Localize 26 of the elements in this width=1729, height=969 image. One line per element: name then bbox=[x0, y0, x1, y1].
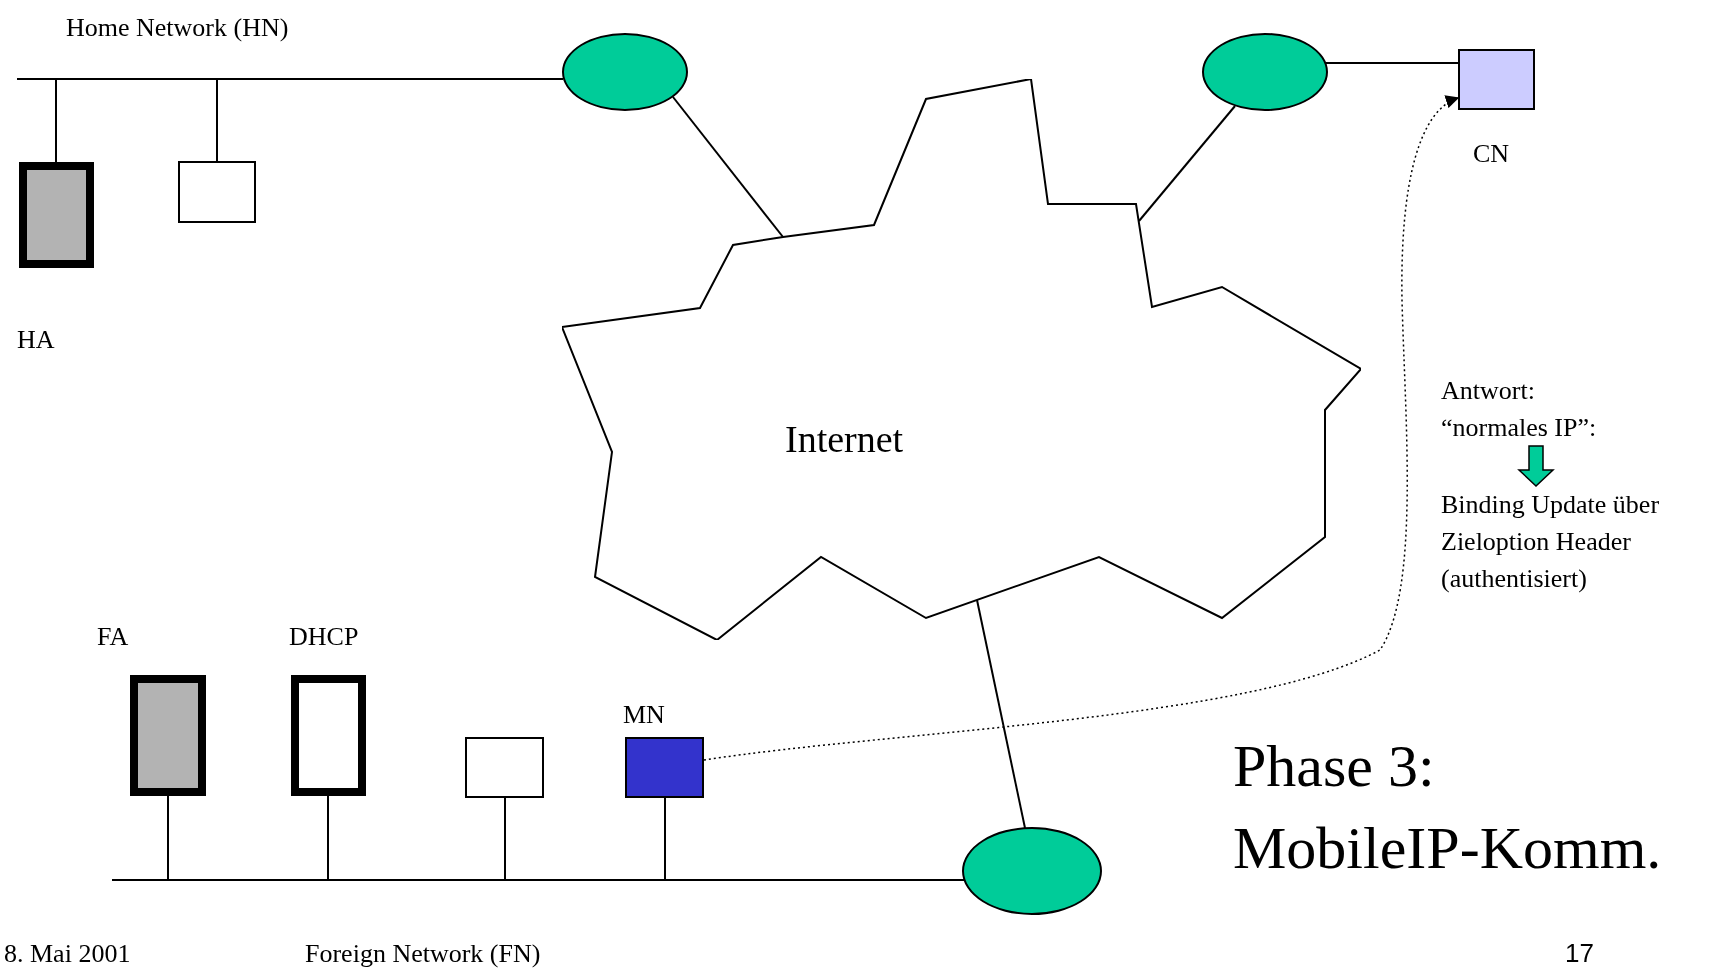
connector-line bbox=[672, 96, 784, 238]
host-box bbox=[178, 161, 256, 223]
cloud-label: Internet bbox=[785, 417, 904, 462]
annotation-text: Binding Update über Zieloption Header (authentisiert) bbox=[1441, 486, 1726, 597]
host-box bbox=[465, 737, 544, 798]
device-label: HA bbox=[17, 324, 55, 356]
connector-line bbox=[976, 599, 1026, 829]
device-label: FA bbox=[97, 621, 129, 653]
agent-box bbox=[19, 162, 94, 268]
device-label: DHCP bbox=[289, 621, 359, 653]
device-label: MN bbox=[623, 699, 665, 731]
phase-title: Phase 3: MobileIP-Komm. bbox=[1233, 732, 1663, 883]
host-box bbox=[1458, 49, 1535, 110]
host-box bbox=[625, 737, 704, 798]
annotation-text: Antwort: “normales IP”: bbox=[1441, 372, 1631, 446]
block-arrow bbox=[1517, 445, 1555, 488]
network-label: Home Network (HN) bbox=[66, 12, 290, 44]
date-footer: 8. Mai 2001 bbox=[4, 934, 204, 969]
internet-cloud bbox=[562, 79, 1361, 640]
server-box bbox=[291, 675, 366, 796]
device-label: CN bbox=[1473, 138, 1510, 170]
network-label: Foreign Network (FN) bbox=[305, 938, 542, 969]
agent-box bbox=[130, 675, 206, 796]
page-number: 17 bbox=[1565, 937, 1595, 969]
connector-line bbox=[1325, 62, 1459, 64]
connector-line bbox=[1138, 105, 1236, 222]
